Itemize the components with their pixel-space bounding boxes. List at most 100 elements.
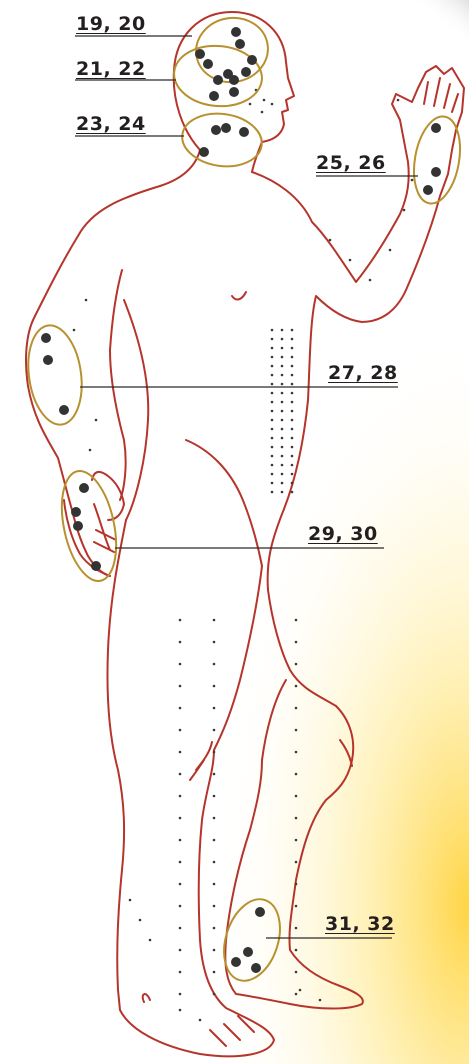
meridian-dot (179, 751, 182, 754)
meridian-dot (411, 179, 414, 182)
meridian-dot (281, 347, 284, 350)
meridian-dot (295, 883, 298, 886)
point-forearm (43, 355, 53, 365)
meridian-dot (281, 428, 284, 431)
meridian-dot (271, 419, 274, 422)
meridian-dot (281, 338, 284, 341)
point-jaw (239, 127, 249, 137)
meridian-dot (295, 641, 298, 644)
meridian-dot (271, 338, 274, 341)
meridian-dot (179, 883, 182, 886)
meridian-dot (271, 428, 274, 431)
meridian-dot (291, 419, 294, 422)
meridian-dot (213, 729, 216, 732)
meridian-dot (213, 795, 216, 798)
meridian-dot (281, 473, 284, 476)
meridian-dot (281, 446, 284, 449)
meridian-dot (281, 401, 284, 404)
meridian-dot (369, 279, 372, 282)
meridian-dot (179, 971, 182, 974)
meridian-dot (397, 99, 400, 102)
meridian-dot (271, 401, 274, 404)
meridian-dot (295, 685, 298, 688)
point-jaw (221, 123, 231, 133)
meridian-dot (271, 356, 274, 359)
meridian-dot (291, 437, 294, 440)
meridian-dot (271, 365, 274, 368)
meridian-dot (271, 383, 274, 386)
meridian-dot (95, 419, 98, 422)
meridian-dot (213, 927, 216, 930)
point-head (247, 55, 257, 65)
meridian-dot (179, 707, 182, 710)
meridian-dot (271, 464, 274, 467)
meridian-dot (295, 949, 298, 952)
meridian-dot (291, 338, 294, 341)
meridian-dot (299, 989, 302, 992)
meridian-dot (291, 347, 294, 350)
point-hand (71, 507, 81, 517)
meridian-dot (85, 299, 88, 302)
meridian-dot (179, 641, 182, 644)
meridian-dot (295, 971, 298, 974)
point-head (235, 39, 245, 49)
point-jaw (199, 147, 209, 157)
label-19-20: 19, 20 (76, 13, 146, 35)
meridian-dot (281, 392, 284, 395)
meridian-dot (213, 641, 216, 644)
meridian-dot (149, 939, 152, 942)
meridian-dot (213, 971, 216, 974)
meridian-dot (73, 329, 76, 332)
meridian-dot (271, 491, 274, 494)
meridian-dot (295, 751, 298, 754)
meridian-dot (291, 455, 294, 458)
point-head (241, 67, 251, 77)
meridian-dot (213, 839, 216, 842)
meridian-dot (295, 905, 298, 908)
label-29-30: 29, 30 (308, 523, 378, 545)
meridian-dot (271, 347, 274, 350)
meridian-dot (291, 491, 294, 494)
meridian-dot (291, 365, 294, 368)
meridian-dot (179, 663, 182, 666)
meridian-dot (271, 392, 274, 395)
meridian-dot (295, 773, 298, 776)
point-hand (73, 521, 83, 531)
meridian-dot (291, 383, 294, 386)
meridian-dot (213, 993, 216, 996)
point-forearm (59, 405, 69, 415)
meridian-dot (281, 419, 284, 422)
meridian-dot (129, 899, 132, 902)
point-head (209, 91, 219, 101)
point-head (195, 49, 205, 59)
meridian-dot (249, 103, 252, 106)
meridian-dot (179, 839, 182, 842)
meridian-dot (179, 619, 182, 622)
meridian-dot (295, 927, 298, 930)
meridian-dot (271, 446, 274, 449)
meridian-dot (281, 464, 284, 467)
meridian-dot (281, 383, 284, 386)
meridian-dot (179, 861, 182, 864)
meridian-dot (281, 482, 284, 485)
meridian-dot (261, 111, 264, 114)
meridian-dot (295, 839, 298, 842)
meridian-dot (139, 919, 142, 922)
meridian-dot (179, 905, 182, 908)
meridian-dot (291, 482, 294, 485)
point-head (229, 75, 239, 85)
meridian-dot (389, 249, 392, 252)
meridian-dot (271, 482, 274, 485)
meridian-dot (179, 1009, 182, 1012)
meridian-dot (291, 392, 294, 395)
meridian-dot (179, 685, 182, 688)
meridian-dot (271, 455, 274, 458)
meridian-dot (281, 491, 284, 494)
point-hand (91, 561, 101, 571)
meridian-dot (281, 374, 284, 377)
point-ankle (255, 907, 265, 917)
meridian-dot (179, 949, 182, 952)
meridian-dot (271, 329, 274, 332)
meridian-dot (329, 239, 332, 242)
